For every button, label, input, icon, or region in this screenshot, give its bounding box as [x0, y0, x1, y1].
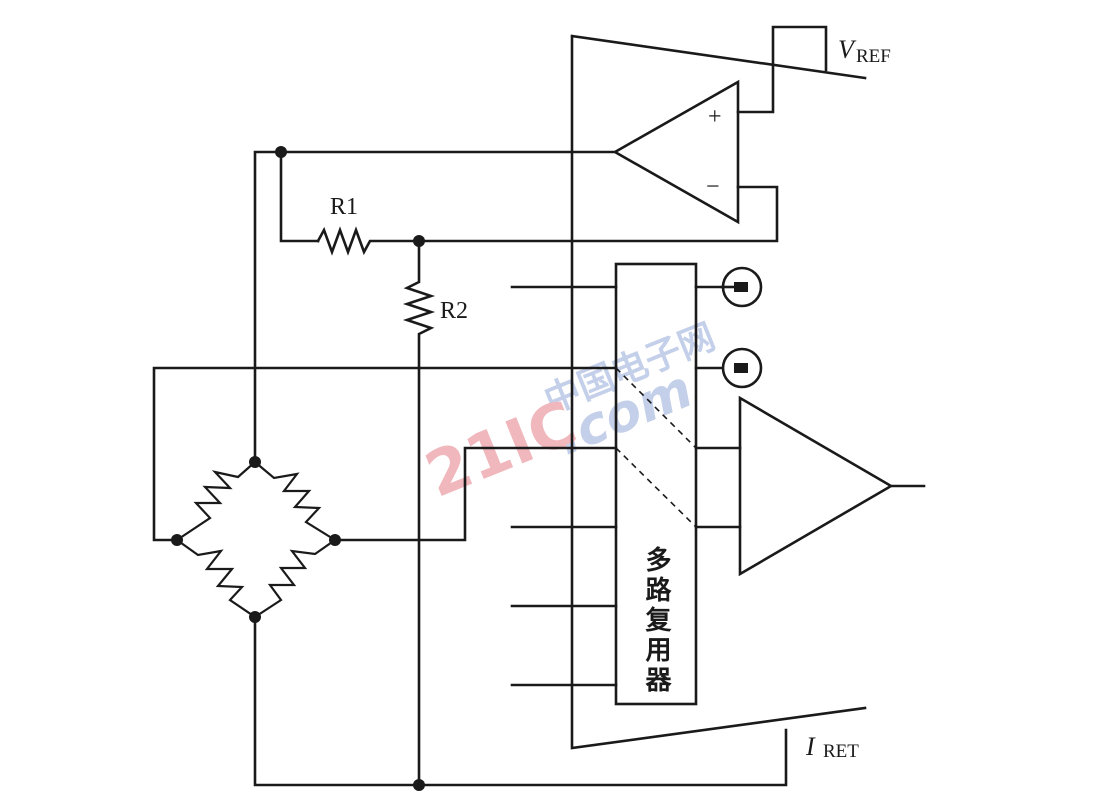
- vref-label: V: [838, 35, 857, 64]
- output-amplifier-triangle: [738, 395, 894, 577]
- iret-label: I: [805, 732, 816, 761]
- resistor-r2: [402, 239, 436, 787]
- r1-label: R1: [330, 194, 358, 220]
- bridge-arm-lower-right: [254, 539, 336, 618]
- return-wire: [253, 615, 788, 787]
- mux-switch-line-1: [615, 367, 697, 449]
- junction-dot: [249, 611, 261, 623]
- opamp-minus-sign: −: [706, 174, 720, 200]
- bridge-arm-lower-left: [176, 539, 256, 618]
- multiplexer-block: [614, 262, 698, 706]
- opamp-reference-triangle: [612, 79, 740, 225]
- vref-wire: [736, 25, 828, 114]
- iret-subscript: RET: [823, 741, 859, 762]
- strain-gauge-bridge: [176, 461, 336, 618]
- multiplexer-label: 多路复用器: [641, 546, 672, 696]
- bridge-arm-upper-right: [254, 461, 336, 541]
- opamp-plus-sign: +: [708, 104, 722, 130]
- test-point-2: [721, 347, 763, 389]
- bridge-arm-upper-left: [176, 461, 256, 541]
- watermark: 中国电子网 21IC .com: [415, 317, 721, 512]
- resistor-r1: [316, 226, 421, 256]
- vref-subscript: REF: [856, 46, 891, 67]
- test-point-2-probe: [734, 363, 748, 373]
- mux-switch-line-2: [615, 447, 697, 528]
- junction-dot: [171, 534, 183, 546]
- junction-dots: [171, 146, 425, 791]
- junction-dot: [329, 534, 341, 546]
- amplifier-block-outline: [570, 34, 867, 750]
- opamp-feedback-wire: [417, 185, 779, 243]
- bridge-right-output-wire: [333, 446, 618, 542]
- opamp-output-wire: [253, 150, 617, 464]
- junction-dot: [413, 235, 425, 247]
- junction-dot: [275, 146, 287, 158]
- bridge-left-output-wire: [152, 366, 618, 542]
- r1-left-wire: [279, 150, 320, 243]
- test-point-1-probe: [734, 282, 748, 292]
- r2-label: R2: [440, 298, 468, 324]
- junction-dot: [249, 456, 261, 468]
- junction-dot: [413, 779, 425, 791]
